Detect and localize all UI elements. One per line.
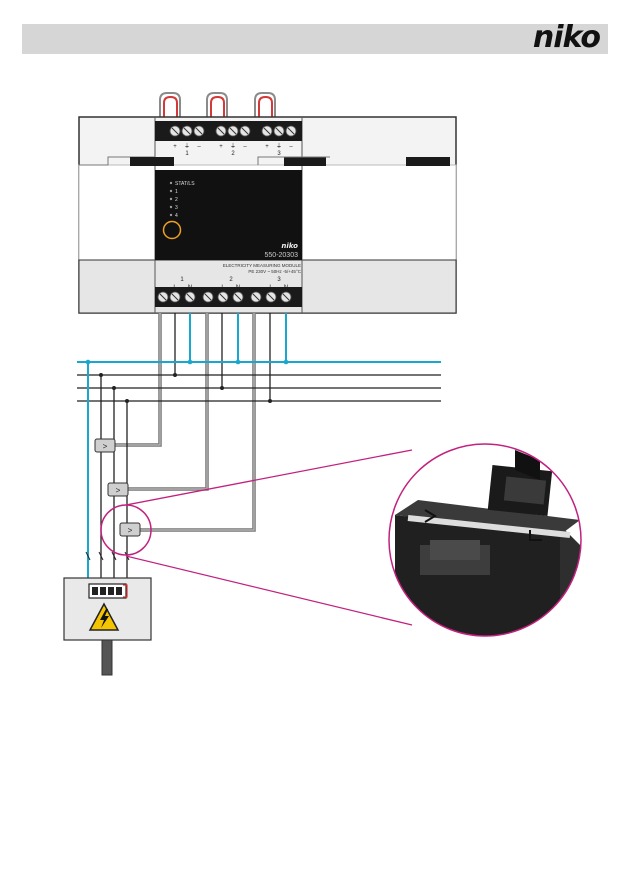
top-bus-cables xyxy=(159,92,276,122)
magnifier-callout xyxy=(100,443,582,637)
bus-lines xyxy=(77,359,441,403)
top-term-plus-3: + xyxy=(265,144,269,150)
status-led-label: STAT/LS xyxy=(175,181,195,187)
measuring-module: + ⏚ – + ⏚ – + ⏚ – 1 2 3 STAT/LS 1 2 3 4 xyxy=(78,116,457,314)
current-clamp-2: > xyxy=(107,482,129,497)
top-term-minus-2: – xyxy=(243,144,247,150)
svg-text:>: > xyxy=(128,526,133,535)
top-term-number-2: 2 xyxy=(231,151,235,157)
bottom-term-number-2: 2 xyxy=(229,277,233,283)
bottom-term-number-1: 1 xyxy=(180,277,184,283)
top-term-number-3: 3 xyxy=(277,151,281,157)
top-term-plus-1: + xyxy=(173,144,177,150)
top-term-ground-3: ⏚ xyxy=(276,143,282,150)
push-button[interactable] xyxy=(162,220,182,240)
top-term-ground-2: ⏚ xyxy=(230,143,236,150)
module-label-line-2: PE 230V ~ 50Hz -5/+45°C xyxy=(248,269,301,274)
top-term-minus-3: – xyxy=(289,144,293,150)
header-bar: niko xyxy=(22,20,608,55)
feeder-wires xyxy=(85,362,130,578)
module-display xyxy=(155,170,302,260)
channel-led-3: 3 xyxy=(175,205,178,211)
arrow-direction-icon: > xyxy=(103,442,108,451)
module-brand: niko xyxy=(281,242,298,250)
distribution-box xyxy=(63,577,152,676)
module-label-line-1: ELECTRICITY MEASURING MODULE xyxy=(223,263,301,268)
svg-text:>: > xyxy=(116,486,121,495)
top-term-ground-1: ⏚ xyxy=(184,143,190,150)
top-term-minus-1: – xyxy=(197,144,201,150)
channel-led-2: 2 xyxy=(175,197,178,203)
module-wires xyxy=(110,313,287,532)
current-clamp-3: > xyxy=(119,522,141,537)
bottom-term-number-3: 3 xyxy=(277,277,281,283)
brand-logo: niko xyxy=(532,20,601,55)
top-term-plus-2: + xyxy=(219,144,223,150)
current-clamp-icon xyxy=(389,444,581,636)
current-clamp-1: > xyxy=(94,438,116,453)
module-part-number: 550-20303 xyxy=(265,252,299,259)
top-term-number-1: 1 xyxy=(185,151,189,157)
channel-led-1: 1 xyxy=(175,189,178,195)
high-voltage-warning-icon xyxy=(88,602,120,631)
channel-led-4: 4 xyxy=(175,213,178,219)
